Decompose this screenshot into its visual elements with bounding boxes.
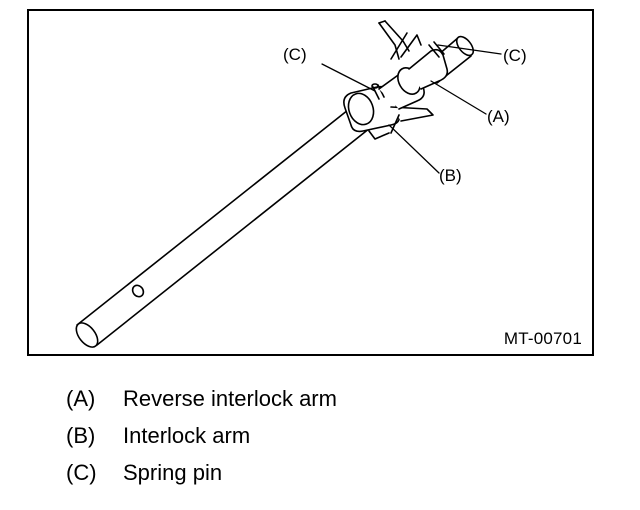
leader-c-right	[437, 44, 502, 55]
leader-a	[430, 80, 487, 115]
callout-c-left: (C)	[283, 45, 307, 64]
leader-lines	[321, 44, 502, 174]
interlock-arm	[343, 85, 434, 140]
legend-text: Reverse interlock arm	[123, 386, 337, 411]
callout-a: (A)	[487, 107, 510, 126]
diagram-frame: (C) (C) (A) (B) MT-00701	[27, 9, 594, 356]
spring-pin-right	[428, 41, 445, 58]
spring-pin-left	[371, 83, 385, 100]
shift-rod	[75, 109, 371, 348]
figure-id: MT-00701	[503, 329, 582, 348]
reverse-interlock-arm	[378, 20, 449, 110]
legend-text: Interlock arm	[123, 423, 251, 448]
callout-b: (B)	[439, 166, 462, 185]
rod-hole	[131, 284, 145, 298]
legend-key: (C)	[66, 460, 97, 485]
shift-rod-drawing	[75, 20, 502, 348]
leader-b	[388, 124, 440, 174]
leader-c-left	[321, 63, 376, 92]
legend-text: Spring pin	[123, 460, 223, 485]
legend-key: (B)	[66, 423, 96, 448]
legend-key: (A)	[66, 386, 96, 411]
callout-c-right: (C)	[503, 46, 527, 65]
